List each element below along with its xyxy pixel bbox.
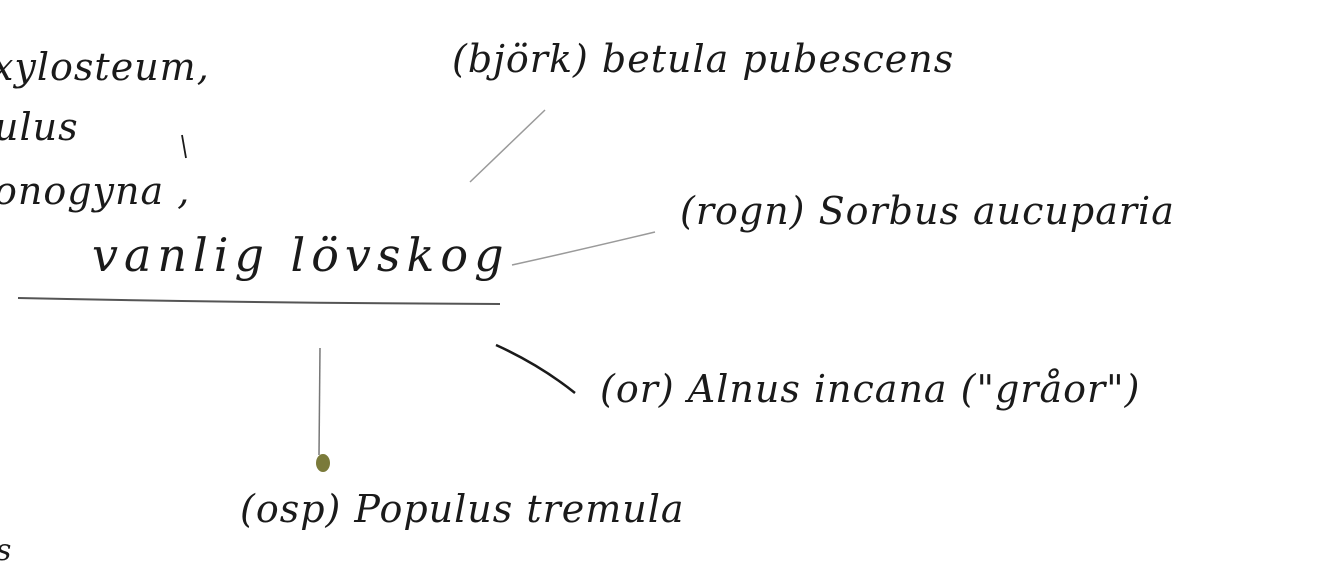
- connector-betula: [469, 109, 546, 183]
- tick-mark: [181, 134, 187, 159]
- center-underline: [17, 297, 501, 305]
- connector-alnus: [495, 343, 576, 394]
- branch-sorbus: (rogn) Sorbus aucuparia: [680, 189, 1175, 233]
- left-item-2: ulus: [0, 105, 79, 149]
- branch-betula: (björk) betula pubescens: [452, 37, 955, 81]
- left-item-4: s: [0, 536, 12, 566]
- left-item-3: onogyna ,: [0, 169, 191, 213]
- center-label: vanlig lövskog: [92, 228, 510, 282]
- ink-dot: [316, 454, 330, 472]
- connector-populus: [318, 347, 321, 456]
- connector-sorbus: [511, 231, 656, 266]
- left-item-1: xylosteum,: [0, 45, 210, 89]
- branch-alnus: (or) Alnus incana ("gråor"): [600, 367, 1141, 411]
- branch-populus: (osp) Populus tremula: [240, 487, 685, 531]
